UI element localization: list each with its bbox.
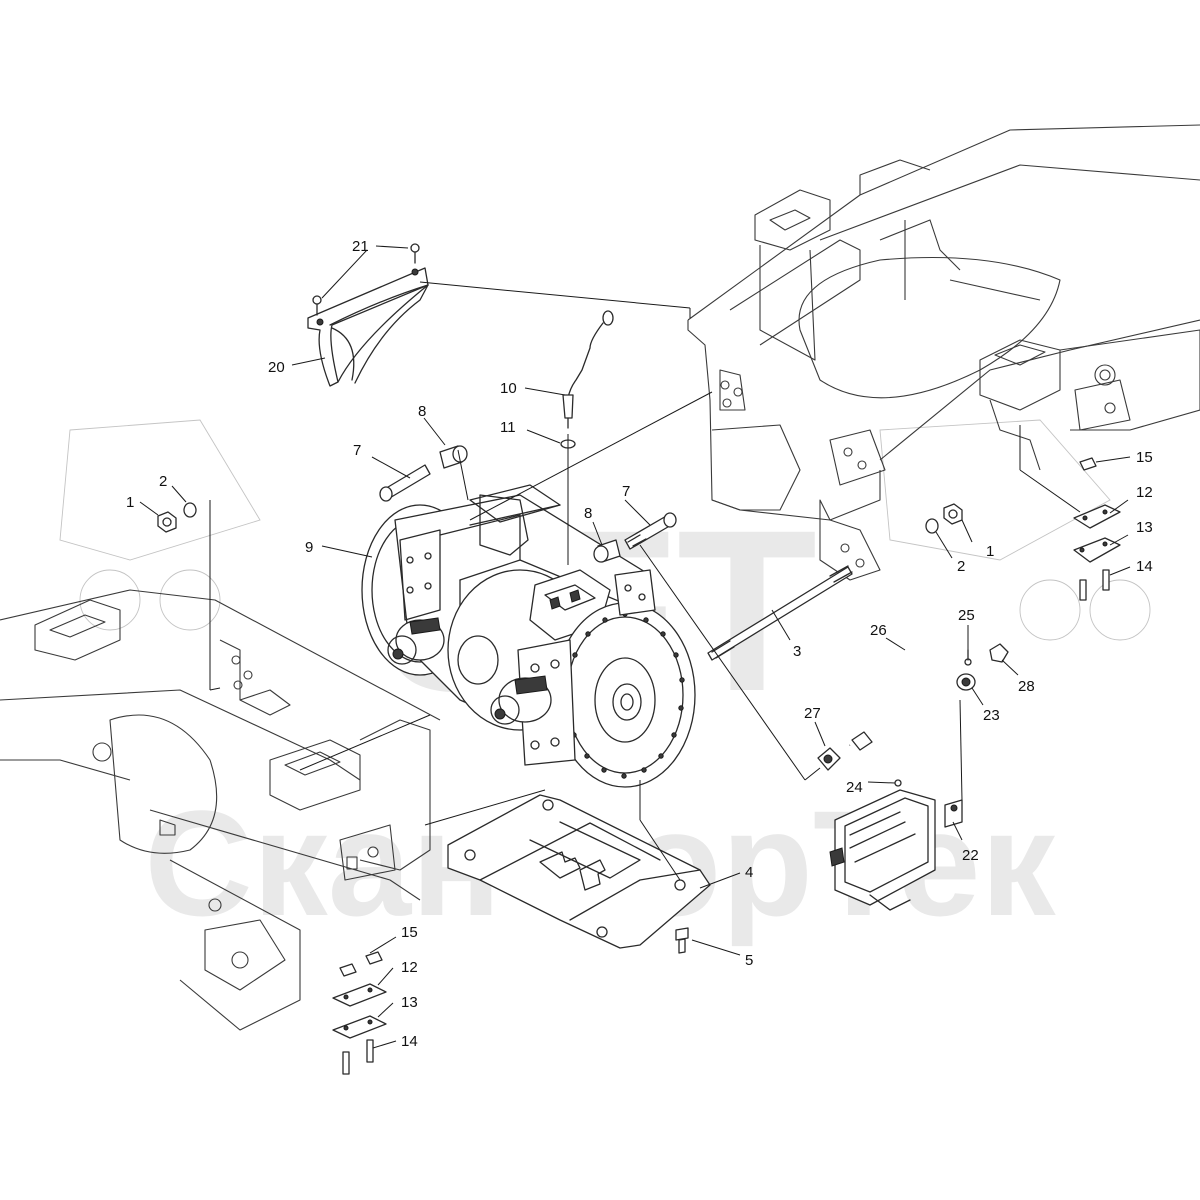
- callout-8-right: 8: [584, 505, 592, 522]
- callout-8-left: 8: [418, 403, 426, 420]
- callout-3: 3: [793, 643, 801, 660]
- callout-27: 27: [804, 705, 821, 722]
- callout-23: 23: [983, 707, 1000, 724]
- nut-1-right: [943, 503, 963, 525]
- control-module-22: [829, 789, 963, 911]
- transmission-assembly: [361, 484, 696, 788]
- callout-10: 10: [500, 380, 517, 397]
- bolt-7-right: [624, 512, 677, 550]
- callout-4: 4: [745, 864, 753, 881]
- right-chassis-frame: [687, 124, 1200, 581]
- washer-2-left: [183, 502, 197, 518]
- screw-25: [964, 649, 972, 666]
- callout-1-right: 1: [986, 543, 994, 560]
- mount-pad-left: [332, 951, 387, 1075]
- cap-28: [989, 643, 1009, 663]
- skid-plate-4: [447, 794, 711, 949]
- bushing-8-right: [593, 539, 621, 563]
- callout-2-right: 2: [957, 558, 965, 575]
- bolt-5: [675, 927, 689, 954]
- callout-5: 5: [745, 952, 753, 969]
- callout-21: 21: [352, 238, 369, 255]
- watermark-excavator-outline: [59, 419, 1151, 641]
- bolt-21-left: [312, 295, 322, 316]
- callout-24: 24: [846, 779, 863, 796]
- callout-leaders: [139, 245, 1131, 1049]
- left-chassis-frame: [0, 589, 441, 1031]
- nut-1-left: [157, 511, 177, 533]
- plate-bolt-hole-left: [316, 318, 324, 326]
- callout-13-left: 13: [401, 994, 418, 1011]
- callout-15-left: 15: [401, 924, 418, 941]
- callout-1-left: 1: [126, 494, 134, 511]
- dipstick: [562, 310, 614, 429]
- bushing-8-left: [439, 445, 468, 469]
- nut-15b: [365, 951, 383, 965]
- reference-lines: [209, 281, 1081, 881]
- callout-13-right: 13: [1136, 519, 1153, 536]
- callout-14-right: 14: [1136, 558, 1153, 575]
- hydraulic-pump-left: [387, 617, 445, 665]
- callout-7-right: 7: [622, 483, 630, 500]
- callout-22: 22: [962, 847, 979, 864]
- guard-plate: [307, 267, 429, 387]
- callout-9: 9: [305, 539, 313, 556]
- nut-15-right: [1079, 457, 1097, 471]
- callout-12-left: 12: [401, 959, 418, 976]
- hydraulic-pump-right: [490, 675, 552, 725]
- callout-14-left: 14: [401, 1033, 418, 1050]
- fitting-27: [817, 731, 873, 771]
- flange-bolt-ring: [565, 611, 685, 779]
- callout-labels: 1 2 1 2 3 4 5 7 7 8 8 9 10 11 12 13 14 1…: [126, 238, 1153, 1050]
- bolt-21-right: [410, 243, 420, 264]
- fitting-23: [956, 673, 976, 691]
- threaded-rod-3: [707, 565, 853, 661]
- callout-15-right: 15: [1136, 449, 1153, 466]
- callout-26: 26: [870, 622, 887, 639]
- callout-11: 11: [500, 419, 516, 436]
- callout-12-right: 12: [1136, 484, 1153, 501]
- callout-2-left: 2: [159, 473, 167, 490]
- screw-24: [894, 779, 902, 787]
- hose-26: [848, 630, 964, 747]
- mount-pad-right: [1073, 457, 1121, 601]
- callout-25: 25: [958, 607, 975, 624]
- plate-bolt-hole-right: [411, 268, 419, 276]
- callout-7-left: 7: [353, 442, 361, 459]
- callout-28: 28: [1018, 678, 1035, 695]
- callout-20: 20: [268, 359, 285, 376]
- nut-15a: [339, 963, 357, 977]
- bolt-7-left: [379, 464, 431, 502]
- washer-2-right: [925, 518, 939, 534]
